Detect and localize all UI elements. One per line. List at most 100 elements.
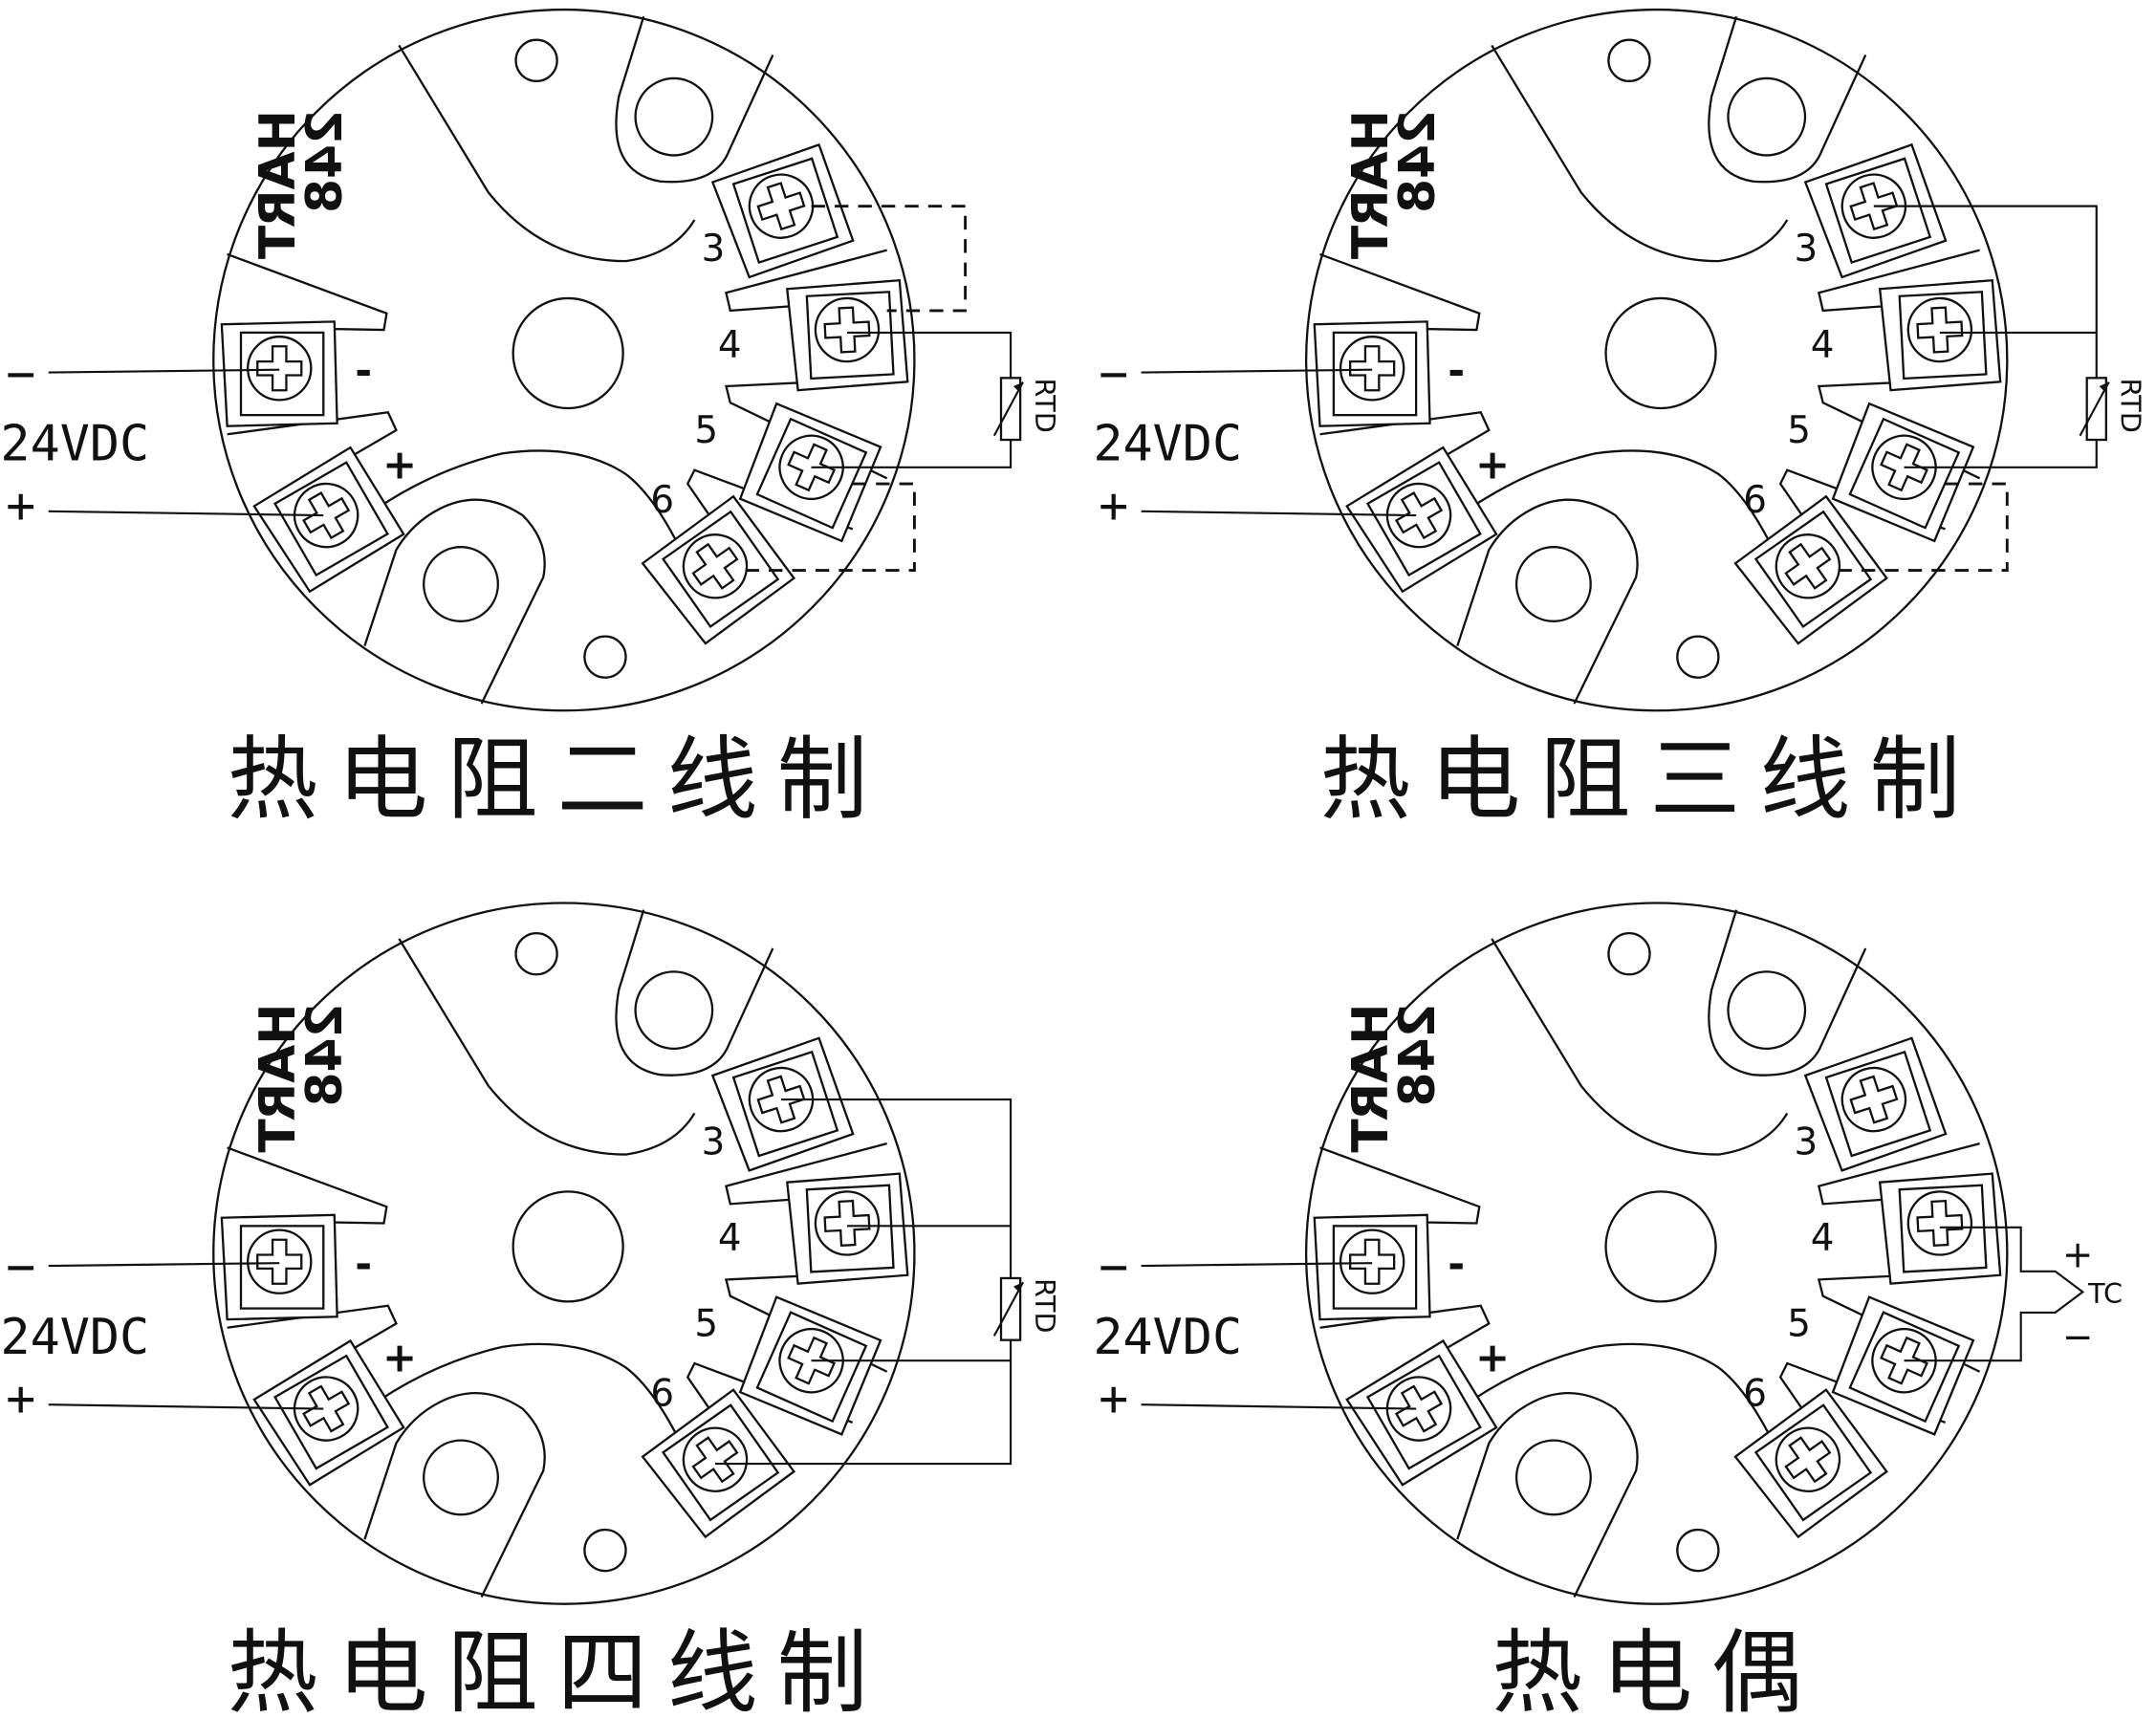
tc-plus-label: + [2062,1233,2094,1276]
cross-icon [1394,491,1444,540]
screw-icon [682,533,749,599]
model-line-248: 248 [296,1003,354,1106]
terminal-frame [661,510,780,629]
terminal-number-3: 3 [1794,228,1818,271]
terminal-number-4: 4 [1811,324,1835,367]
model-line-hart: HART [250,110,307,260]
screw-icon [293,482,359,549]
screw-icon [1871,1328,1937,1394]
terminal-block [252,1338,405,1487]
top-lug-outline [1491,938,1789,1156]
terminal-block [1345,446,1498,594]
terminal-3 [1803,1036,1948,1172]
supply-minus-label: − [1099,1239,1128,1296]
cross-icon [691,1436,739,1484]
cross-icon [1849,182,1899,231]
sensor-label-group: RTD [2115,378,2147,433]
supply-minus-label: − [1099,345,1128,402]
terminal-block [220,320,338,427]
cross-icon [1348,1238,1396,1285]
terminal-4 [786,1172,909,1285]
mounting-hole-small [583,635,627,679]
terminal-block [786,1172,909,1285]
mounting-hole-small [514,38,558,82]
terminal-minus [1313,1213,1431,1321]
terminal-plus [1345,446,1498,594]
tc-minus-label: − [2062,1316,2094,1359]
terminal-frame [1848,1311,1961,1424]
terminal-frame [1753,510,1873,629]
bottom-lug [1456,1392,1639,1598]
terminal-frame [1753,1403,1873,1522]
sensor-label: RTD [2115,378,2147,433]
terminal-frame [273,461,389,577]
model-line-hart: HART [1342,110,1400,260]
polarity-minus: - [355,1241,372,1289]
rtd-wire [714,1098,1013,1466]
terminal-frame [273,1354,389,1470]
rtd-arrowhead [1013,1282,1023,1293]
sensor-label: TC [2087,1277,2123,1310]
center-hole [1604,1190,1717,1303]
terminal-3 [1803,142,1948,279]
cross-icon [1784,1436,1832,1484]
terminal-number-6: 6 [1743,479,1767,522]
screw-icon [748,173,815,239]
top-lug-outline [1491,44,1789,263]
terminal-3 [710,142,855,279]
cross-icon [756,182,806,231]
cross-icon [302,491,351,540]
panel-title: 热电偶 [1492,1621,1821,1718]
rtd-resistor-icon [2085,377,2107,442]
terminal-5 [738,1295,882,1436]
terminal-3 [710,1036,855,1172]
screw-icon [682,1426,749,1492]
terminal-frame [1332,331,1418,417]
jumper-5-6 [1835,482,2009,573]
jumper-5-6 [742,482,916,573]
supply-plus-label: + [6,477,35,534]
terminal-number-4: 4 [1811,1217,1835,1260]
terminal-frame [755,417,868,530]
terminal-number-3: 3 [702,228,726,271]
screw-icon [1339,336,1405,402]
supply-plus-label: + [6,1371,35,1428]
terminal-plus [1345,1338,1498,1487]
rtd-arrow [992,1281,1024,1337]
screw-icon [1385,482,1452,549]
screw-icon [1871,434,1937,500]
screw-icon [1906,1190,1973,1256]
terminal-number-5: 5 [694,409,718,452]
cross-icon [1849,1075,1899,1124]
sensor-label: RTD [1029,378,1061,433]
cross-icon [302,1384,351,1433]
terminal-number-5: 5 [1787,1302,1811,1345]
terminal-number-4: 4 [718,1217,742,1260]
rtd-wire [1873,205,2098,468]
terminal-block [1313,1213,1431,1321]
terminal-block [786,278,909,392]
top-lug-hole [634,970,714,1051]
terminal-5 [738,402,882,543]
mounting-hole-small [1676,1528,1720,1573]
supply-plus-wire [48,510,324,517]
supply-minus-wire [1141,1262,1373,1268]
screw-icon [1775,1426,1841,1492]
terminal-frame [239,1225,325,1310]
terminal-frame [1824,157,1932,265]
cross-icon [256,1238,303,1285]
top-lug-outline [398,938,696,1156]
cross-icon [787,1336,837,1385]
terminal-number-5: 5 [694,1302,718,1345]
terminal-number-6: 6 [650,479,674,522]
bottom-lug [1456,498,1639,705]
terminal-frame [1332,1225,1418,1310]
screw-icon [814,1190,881,1256]
cross-icon [256,345,303,392]
terminal-number-3: 3 [1794,1121,1818,1164]
